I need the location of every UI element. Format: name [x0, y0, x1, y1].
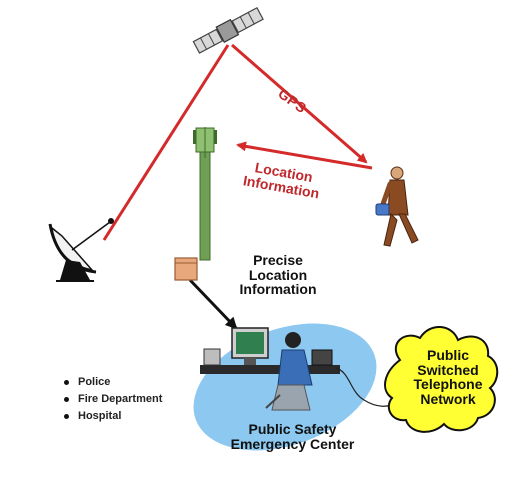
- satellite-icon: [192, 6, 264, 54]
- precise-line-1: Precise: [253, 252, 303, 268]
- precise-location-label: Precise Location Information: [228, 253, 328, 297]
- pstn-line-1: Public: [426, 347, 469, 363]
- pstn-cloud: [384, 326, 499, 433]
- service-item-police: Police: [62, 374, 162, 391]
- pstn-line-3: Telephone: [413, 376, 483, 393]
- satellite-dish-icon: [48, 218, 114, 282]
- precise-line-2: Location: [248, 266, 308, 283]
- location-info-arrow: [236, 141, 373, 170]
- pstn-line-2: Switched: [417, 361, 479, 378]
- cell-tower-icon: [174, 127, 217, 281]
- psec-line-2: Emergency Center: [230, 435, 355, 452]
- precise-location-arrow: [188, 278, 238, 330]
- phone-line: [335, 367, 393, 407]
- psec-label: Public Safety Emergency Center: [215, 422, 370, 451]
- pstn-label: Public Switched Telephone Network: [398, 348, 498, 407]
- psec-line-1: Public Safety: [248, 421, 337, 437]
- services-list: Police Fire Department Hospital: [62, 374, 162, 425]
- service-item-hospital: Hospital: [62, 408, 162, 425]
- gps-signal-arrow: [231, 43, 368, 164]
- service-item-fire-department: Fire Department: [62, 391, 162, 408]
- pstn-line-4: Network: [420, 391, 476, 408]
- person-icon: [375, 166, 419, 247]
- operator-workstation-icon: [200, 327, 340, 411]
- precise-line-3: Information: [239, 281, 317, 298]
- satellite-to-dish-link: [102, 44, 230, 241]
